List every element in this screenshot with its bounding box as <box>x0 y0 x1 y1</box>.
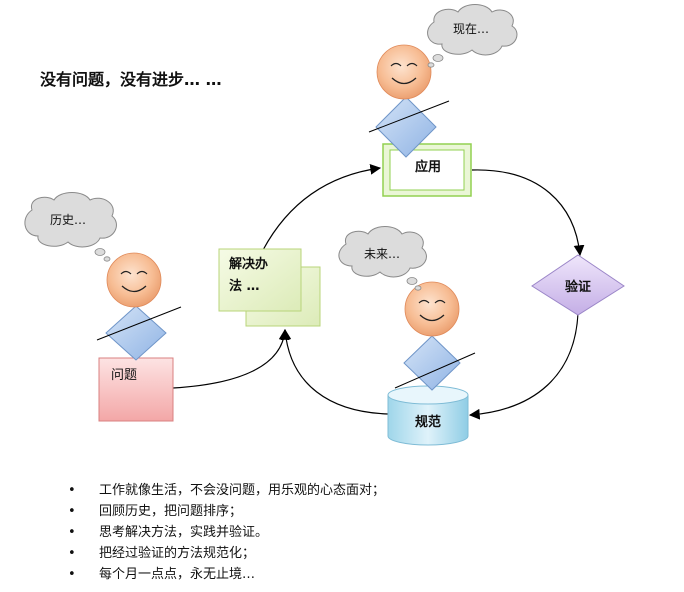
list-item-text: 思考解决方法，实践并验证。 <box>99 525 269 540</box>
thought-bubble-history: 历史… <box>24 192 117 262</box>
arrow-problem-to-solution <box>172 328 290 389</box>
solution-label-line1: 解决办 <box>228 256 268 272</box>
list-item: • 工作就像生活，不会没问题，用乐观的心态面对； <box>68 480 385 501</box>
person-history <box>96 252 182 361</box>
thought-bubble-future: 未来… <box>338 226 427 291</box>
arrow-verify-to-standard <box>468 312 579 420</box>
list-item-text: 每个月一点点，永无止境… <box>99 567 256 582</box>
person-future <box>394 281 476 391</box>
problem-label: 问题 <box>111 368 137 383</box>
arrow-apply-to-verify <box>471 169 585 257</box>
bullet-list: • 工作就像生活，不会没问题，用乐观的心态面对； • 回顾历史，把问题排序； • 思考… <box>68 480 385 585</box>
arrow-standard-to-solution <box>280 328 389 415</box>
verify-label: 验证 <box>565 279 591 295</box>
verify-node: 验证 <box>531 254 625 316</box>
bullet-icon: • <box>68 504 76 519</box>
list-item: • 思考解决方法，实践并验证。 <box>68 522 385 543</box>
smiley-face-icon <box>404 281 460 337</box>
thought-now-text: 现在… <box>453 22 489 36</box>
diamond-body-icon <box>105 305 167 361</box>
solution-node: 解决办 法 … <box>218 248 321 327</box>
bullet-icon: • <box>68 546 76 561</box>
list-item: • 回顾历史，把问题排序； <box>68 501 385 522</box>
list-item-text: 把经过验证的方法规范化； <box>99 546 256 561</box>
arrow-solution-to-apply <box>262 164 382 251</box>
apply-node: 应用 <box>382 143 472 197</box>
bullet-icon: • <box>68 525 76 540</box>
bullet-icon: • <box>68 483 76 498</box>
smiley-face-icon <box>106 252 162 308</box>
list-item: • 把经过验证的方法规范化； <box>68 543 385 564</box>
diamond-body-icon <box>403 335 461 391</box>
solution-label-line2: 法 … <box>229 278 260 294</box>
list-item-text: 回顾历史，把问题排序； <box>99 504 243 519</box>
bullet-icon: • <box>68 567 76 582</box>
person-now <box>368 44 450 158</box>
problem-node: 问题 <box>98 357 174 422</box>
thought-history-text: 历史… <box>50 213 86 227</box>
standard-node: 规范 <box>387 385 469 446</box>
list-item: • 每个月一点点，永无止境… <box>68 564 385 585</box>
smiley-face-icon <box>376 44 432 100</box>
thought-bubble-now: 现在… <box>427 4 518 68</box>
list-item-text: 工作就像生活，不会没问题，用乐观的心态面对； <box>99 483 386 498</box>
apply-label: 应用 <box>415 159 441 175</box>
thought-future-text: 未来… <box>364 247 400 261</box>
page-title: 没有问题，没有进步… … <box>40 70 222 89</box>
standard-label: 规范 <box>415 414 441 430</box>
